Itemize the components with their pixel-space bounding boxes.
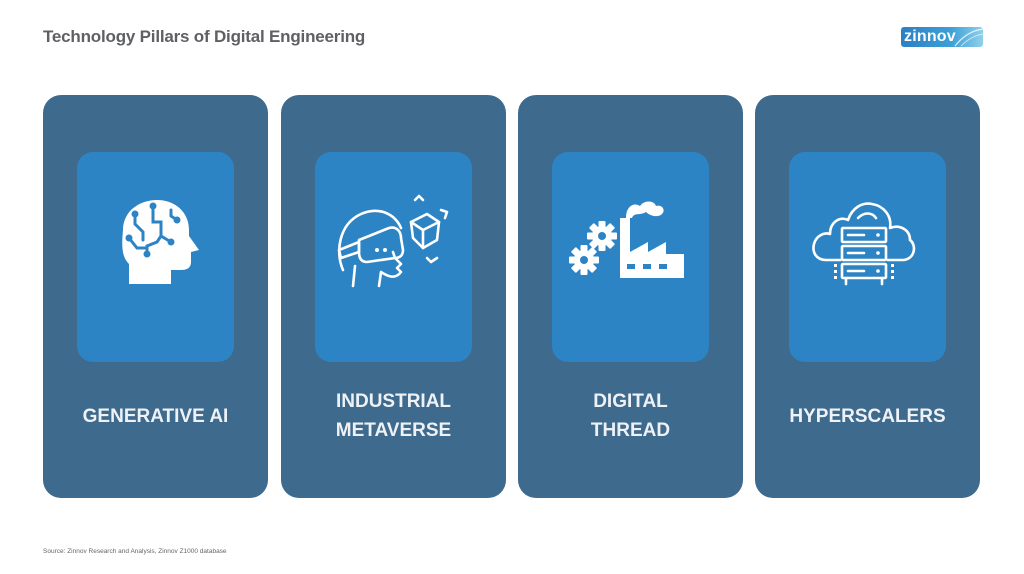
pillar-label: INDUSTRIAL METAVERSE	[335, 391, 452, 441]
vr-headset-cube-icon	[337, 194, 449, 288]
factory-gears-icon	[569, 201, 684, 278]
pillar-card-digital-thread: DIGITAL THREAD	[518, 95, 743, 498]
icon-box	[315, 152, 472, 362]
ai-head-circuit-icon	[122, 200, 199, 284]
pillar-card-generative-ai: GENERATIVE AI	[43, 95, 268, 498]
zinnov-logo: zinnov	[901, 27, 983, 47]
pillar-card-industrial-metaverse: INDUSTRIAL METAVERSE	[281, 95, 506, 498]
cloud-server-icon	[812, 202, 916, 286]
icon-box	[77, 152, 234, 362]
icon-box	[789, 152, 946, 362]
pillar-card-hyperscalers: HYPERSCALERS	[755, 95, 980, 498]
source-note: Source: Zinnov Research and Analysis, Zi…	[43, 548, 227, 555]
pillar-label: DIGITAL THREAD	[590, 391, 671, 441]
pillar-label: HYPERSCALERS	[789, 406, 946, 427]
icon-box	[552, 152, 709, 362]
page-title: Technology Pillars of Digital Engineerin…	[43, 27, 366, 46]
pillar-label: GENERATIVE AI	[82, 406, 229, 427]
logo-swoosh-icon	[954, 28, 983, 47]
logo-text: zinnov	[904, 28, 956, 45]
